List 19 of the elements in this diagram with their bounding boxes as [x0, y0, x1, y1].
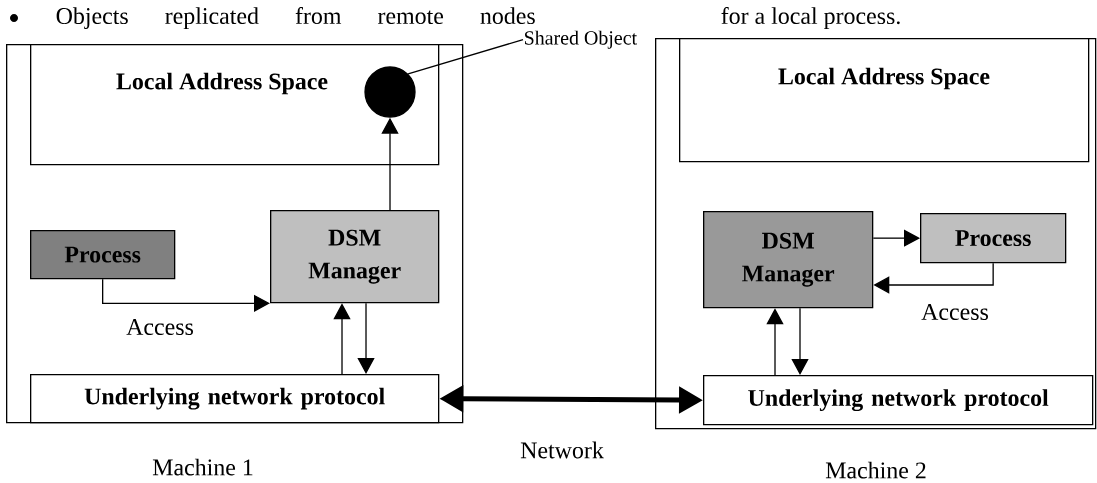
object-circle	[364, 66, 416, 118]
arrow	[102, 278, 270, 312]
node-label: Machine 1	[152, 458, 253, 476]
body-text: Objects replicated from remote nodes	[56, 7, 535, 29]
leader-line	[407, 39, 524, 75]
process-box: Process	[920, 213, 1067, 264]
node-label: Machine 2	[825, 461, 926, 479]
arrow	[357, 302, 375, 374]
address-space-box: Local Address Space	[30, 44, 440, 166]
protocol-box: Underlying network protocol	[703, 375, 1094, 426]
protocol-box: Underlying network protocol	[30, 374, 440, 424]
process-box: Process	[30, 230, 176, 280]
manager-box: DSM Manager	[270, 210, 440, 304]
edge-label: Network	[519, 440, 605, 460]
manager-box: DSM Manager	[703, 211, 874, 309]
callout-text: Shared Object	[525, 30, 637, 49]
address-space-box: Local Address Space	[679, 38, 1090, 163]
arrow	[791, 307, 809, 375]
arrow	[872, 229, 920, 247]
